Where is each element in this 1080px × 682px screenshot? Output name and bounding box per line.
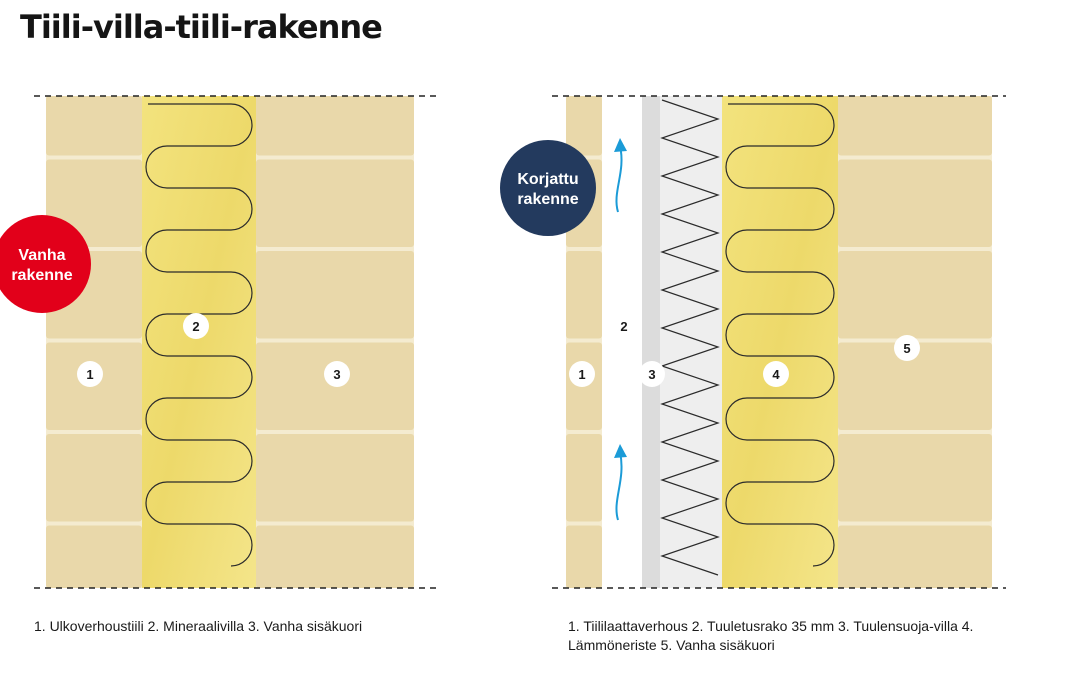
- label-4: 4: [763, 361, 789, 387]
- svg-text:Korjattu: Korjattu: [517, 171, 578, 188]
- svg-text:2: 2: [192, 319, 199, 334]
- wind-barrier-board: [642, 96, 660, 588]
- svg-text:3: 3: [648, 367, 655, 382]
- old-structure-badge: Vanha rakenne: [0, 215, 91, 313]
- mineral-wool-wave: [145, 103, 253, 567]
- old-structure-panel: 1 2 3 Vanha rakenne: [0, 95, 438, 589]
- thermal-insulation-layer: [722, 96, 838, 588]
- svg-text:Vanha: Vanha: [18, 247, 65, 264]
- svg-text:rakenne: rakenne: [517, 191, 578, 208]
- svg-text:rakenne: rakenne: [11, 267, 72, 284]
- inner-brick-rows: [838, 96, 992, 588]
- airflow-arrow-icon: [614, 444, 627, 521]
- svg-text:1: 1: [578, 367, 585, 382]
- repaired-structure-badge: Korjattu rakenne: [500, 140, 596, 236]
- label-2: 2: [183, 313, 209, 339]
- label-3: 3: [639, 361, 665, 387]
- ventilation-gap: [602, 96, 642, 588]
- wind-barrier-zigzag: [660, 99, 720, 576]
- caption-repaired-structure: 1. Tiililaattaverhous 2. Tuuletusrako 35…: [568, 618, 974, 653]
- svg-text:4: 4: [772, 367, 780, 382]
- mineral-wool-layer: [142, 96, 256, 588]
- label-3: 3: [324, 361, 350, 387]
- svg-text:3: 3: [333, 367, 340, 382]
- thermal-insulation-wave: [725, 103, 835, 567]
- inner-brick-rows: [256, 96, 414, 588]
- label-1: 1: [569, 361, 595, 387]
- caption-old-structure: 1. Ulkoverhoustiili 2. Mineraalivilla 3.…: [34, 618, 363, 634]
- label-1: 1: [77, 361, 103, 387]
- page-title: Tiili-villa-tiili-rakenne: [20, 8, 383, 46]
- label-2: 2: [611, 313, 637, 339]
- svg-text:1: 1: [86, 367, 93, 382]
- svg-text:5: 5: [903, 341, 910, 356]
- airflow-arrow-icon: [614, 138, 627, 213]
- label-5: 5: [894, 335, 920, 361]
- repaired-structure-panel: 1 2 3 4 5 Korjattu rakenne: [500, 95, 1006, 589]
- svg-text:2: 2: [620, 319, 627, 334]
